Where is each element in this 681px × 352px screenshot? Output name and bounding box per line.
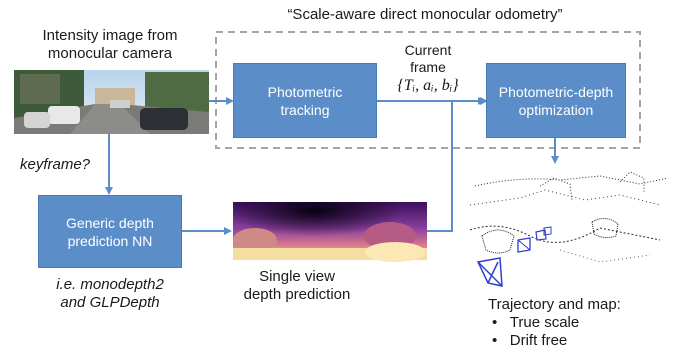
camera-image — [14, 70, 209, 134]
bullet-dot: • — [492, 332, 510, 349]
bullet-dot: • — [492, 314, 510, 331]
nn-examples: i.e. monodepth2 and GLPDepth — [30, 276, 190, 312]
current-frame-line2: frame — [410, 59, 446, 75]
keyframe-label: keyframe? — [20, 156, 91, 173]
optimization-line1: Photometric-depth — [498, 83, 614, 100]
tracking-line1: Photometric — [267, 83, 343, 100]
output-bullets: • True scale • Drift free — [488, 314, 668, 350]
bullet-text-drift-free: Drift free — [509, 332, 568, 349]
depth-prediction-nn-box: Generic depth prediction NN — [38, 195, 182, 268]
nn-examples-line2: and GLPDepth — [60, 294, 160, 311]
depth-caption: Single view depth prediction — [222, 268, 372, 304]
nn-examples-line1: i.e. monodepth2 — [56, 276, 164, 293]
photometric-depth-optimization-box: Photometric-depth optimization — [486, 63, 626, 138]
input-label: Intensity image from monocular camera — [10, 27, 210, 63]
output-bullet: • True scale — [488, 314, 668, 332]
odometry-region — [215, 31, 641, 149]
input-label-line2: monocular camera — [47, 45, 173, 62]
output-bullet: • Drift free — [488, 332, 668, 350]
bullet-text-true-scale: True scale — [509, 314, 580, 331]
diagram-title: “Scale-aware direct monocular odometry” — [287, 6, 563, 23]
depth-nn-line1: Generic depth — [66, 214, 154, 231]
arrow-depth-to-optimization — [427, 97, 486, 232]
tracking-line2: tracking — [280, 101, 330, 118]
depth-nn-line2: prediction NN — [67, 232, 153, 249]
trajectory-map-image — [469, 171, 669, 287]
current-frame-math: {Tᵢ, aᵢ, bᵢ} — [397, 77, 459, 94]
current-frame-line1: Current — [404, 42, 452, 58]
depth-caption-line1: Single view — [259, 268, 335, 285]
depth-caption-line2: depth prediction — [243, 286, 351, 303]
photometric-tracking-box: Photometric tracking — [233, 63, 377, 138]
output-heading: Trajectory and map: — [488, 296, 621, 313]
optimization-line2: optimization — [518, 101, 594, 118]
current-frame-label: Current frame {Tᵢ, aᵢ, bᵢ} — [380, 42, 476, 94]
depth-map-image — [233, 202, 427, 262]
output-block: Trajectory and map: • True scale • Drift… — [488, 296, 668, 350]
input-label-line1: Intensity image from — [42, 27, 178, 44]
